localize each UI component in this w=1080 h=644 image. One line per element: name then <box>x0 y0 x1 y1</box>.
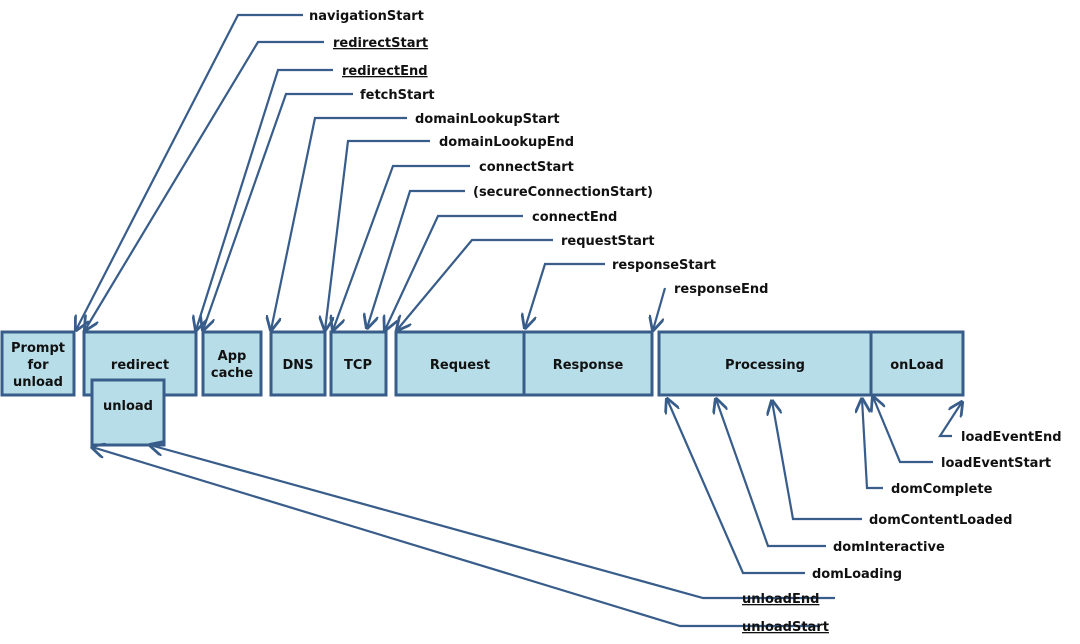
svg-text:redirectEnd: redirectEnd <box>342 64 428 79</box>
connector-navigationStart <box>76 13 303 330</box>
box-response-label: Response <box>553 358 624 373</box>
connector-domContentLoaded <box>772 401 862 521</box>
box-onload-label: onLoad <box>890 358 943 373</box>
svg-text:(secureConnectionStart): (secureConnectionStart) <box>473 185 653 200</box>
label-unloadEnd: unloadEnd <box>742 592 819 607</box>
box-response: Response <box>522 330 654 397</box>
svg-text:connectStart: connectStart <box>479 160 574 175</box>
svg-text:unloadStart: unloadStart <box>742 620 829 635</box>
svg-text:loadEventEnd: loadEventEnd <box>961 430 1062 445</box>
box-processing-label: Processing <box>725 358 805 373</box>
box-dns: DNS <box>269 330 327 397</box>
box-request: Request <box>394 330 526 397</box>
svg-text:fetchStart: fetchStart <box>360 88 435 103</box>
box-redirect-label: redirect <box>111 358 169 373</box>
box-prompt-line2: for <box>28 358 50 373</box>
svg-text:domainLookupEnd: domainLookupEnd <box>439 135 574 150</box>
svg-text:domComplete: domComplete <box>891 482 993 497</box>
svg-text:domainLookupStart: domainLookupStart <box>415 112 560 127</box>
svg-text:requestStart: requestStart <box>561 234 655 249</box>
box-appcache-line2: cache <box>211 366 253 381</box>
label-domainLookupEnd: domainLookupEnd <box>439 135 574 150</box>
box-tcp: TCP <box>329 330 388 397</box>
label-connectEnd: connectEnd <box>532 210 617 225</box>
svg-text:domLoading: domLoading <box>812 567 902 582</box>
label-domContentLoaded: domContentLoaded <box>869 513 1012 528</box>
label-domInteractive: domInteractive <box>833 540 945 555</box>
connector-redirectStart <box>85 40 324 330</box>
svg-text:domInteractive: domInteractive <box>833 540 945 555</box>
label-responseStart: responseStart <box>612 258 716 273</box>
label-secureConnectionStart: (secureConnectionStart) <box>473 185 653 200</box>
box-app-cache: App cache <box>201 330 263 397</box>
connector-domComplete <box>862 399 883 490</box>
connector-connectStart <box>333 164 470 330</box>
connector-redirectEnd <box>196 68 333 330</box>
box-prompt-line3: unload <box>13 375 63 390</box>
connector-requestStart <box>397 238 553 330</box>
box-unload: unload <box>90 378 166 447</box>
label-fetchStart: fetchStart <box>360 88 435 103</box>
connector-connectEnd <box>385 214 523 330</box>
box-prompt-line1: Prompt <box>11 341 65 356</box>
connector-responseEnd <box>653 287 667 330</box>
box-request-label: Request <box>430 358 490 373</box>
label-responseEnd: responseEnd <box>674 282 768 297</box>
label-domLoading: domLoading <box>812 567 902 582</box>
bottom-connectors <box>92 397 962 628</box>
connector-secureConnectionStart <box>367 189 465 328</box>
connector-responseStart <box>525 262 605 328</box>
label-redirectStart: redirectStart <box>333 36 428 51</box>
svg-text:responseEnd: responseEnd <box>674 282 768 297</box>
svg-text:navigationStart: navigationStart <box>309 9 424 24</box>
box-prompt-for-unload: Prompt for unload <box>0 330 76 397</box>
connector-domainLookupEnd <box>325 139 430 330</box>
top-connectors <box>76 13 667 330</box>
label-loadEventStart: loadEventStart <box>941 456 1051 471</box>
label-loadEventEnd: loadEventEnd <box>961 430 1062 445</box>
connector-domLoading <box>667 399 805 575</box>
label-domComplete: domComplete <box>891 482 993 497</box>
svg-text:unloadEnd: unloadEnd <box>742 592 819 607</box>
connector-loadEventEnd <box>937 402 962 438</box>
box-dns-label: DNS <box>282 358 313 373</box>
label-domainLookupStart: domainLookupStart <box>415 112 560 127</box>
svg-text:loadEventStart: loadEventStart <box>941 456 1051 471</box>
svg-text:redirectStart: redirectStart <box>333 36 428 51</box>
label-navigationStart: navigationStart <box>309 9 424 24</box>
connector-fetchStart <box>203 92 353 330</box>
label-redirectEnd: redirectEnd <box>342 64 428 79</box>
connector-domainLookupStart <box>271 116 407 330</box>
label-connectStart: connectStart <box>479 160 574 175</box>
connector-unloadStart <box>92 447 820 628</box>
label-unloadStart: unloadStart <box>742 620 829 635</box>
box-onload: onLoad <box>869 330 965 397</box>
connector-loadEventStart <box>873 397 933 464</box>
box-unload-label: unload <box>103 399 153 414</box>
label-requestStart: requestStart <box>561 234 655 249</box>
box-tcp-label: TCP <box>344 358 372 373</box>
box-processing: Processing <box>657 330 873 397</box>
svg-text:responseStart: responseStart <box>612 258 716 273</box>
svg-text:domContentLoaded: domContentLoaded <box>869 513 1012 528</box>
connector-unloadEnd <box>150 445 835 600</box>
connector-domInteractive <box>716 399 826 548</box>
svg-text:connectEnd: connectEnd <box>532 210 617 225</box>
box-appcache-line1: App <box>218 349 247 364</box>
